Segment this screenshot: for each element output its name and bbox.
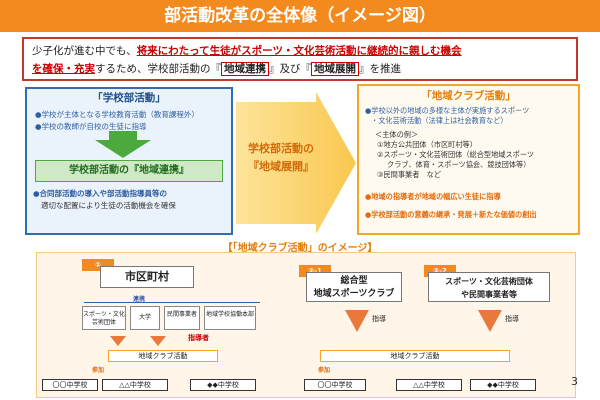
left-club-bar: 地域クラブ活動 xyxy=(108,350,218,362)
school-renkei-description: ●合同部活動の導入や部活動指導員等の 適切な配置により生徒の活動機会を確保 xyxy=(33,188,229,212)
down-arrow-stem xyxy=(109,131,137,141)
tenkai-arrow-label-1: 学校部活動の xyxy=(248,141,314,155)
mid-arrow-icon xyxy=(345,310,369,332)
left-sanka-label: 参加 xyxy=(92,367,105,374)
intro-text-2: するため、学校部活動の『 xyxy=(95,63,221,75)
general-sports-club-line-2: 地域スポーツクラブ xyxy=(313,289,395,299)
right-arrow-icon xyxy=(478,310,502,332)
left-arrow-1-icon xyxy=(110,336,126,346)
club-example-1: ①地方公共団体（市区町村等） xyxy=(377,140,477,149)
intro-box: 少子化が進む中でも、将来にわたって生徒がスポーツ・文化芸術活動に継続的に親しむ機… xyxy=(22,37,578,81)
club-point-1-cont: ・文化芸術活動（法律上は社会教育など） xyxy=(371,116,508,125)
club-point-1: ●学校以外の地域の多様な主体が実施するスポーツ xyxy=(365,106,530,115)
club-example-2-cont: クラブ、体育・スポーツ協会、競技団体等） xyxy=(387,160,531,169)
club-example-2: ②スポーツ・文化芸術団体（総合型地域スポーツ xyxy=(377,150,535,159)
tenkai-arrow-label-2: 『地域展開』 xyxy=(248,159,314,173)
org-private-card-line-2: や民間事業者等 xyxy=(461,290,517,299)
intro-keyword-renkei: 地域連携 xyxy=(221,62,269,76)
org-university: 大学 xyxy=(130,306,160,330)
club-example-3: ③民間事業者 など xyxy=(377,170,441,179)
city-card: 市区町村 xyxy=(100,266,194,288)
org-sports-culture: スポーツ・文化芸術団体 xyxy=(82,306,126,330)
org-school-collab: 地域学校協働本部 xyxy=(204,306,256,330)
tenkai-arrow-icon: 学校部活動の 『地域展開』 xyxy=(236,92,356,234)
left-school-3: ◆◆中学校 xyxy=(190,379,256,391)
intro-keyword-tenkai: 地域展開 xyxy=(311,62,359,76)
shidousha-label: 指導者 xyxy=(188,334,209,342)
left-arrow-2-icon xyxy=(150,336,166,346)
renkei-line xyxy=(84,302,260,303)
intro-highlight-1: 将来にわたって生徒がスポーツ・文化芸術活動に継続的に親しむ機会 xyxy=(136,45,462,57)
intro-highlight-2: を確保・充実 xyxy=(32,63,95,75)
right-school-3: ◆◆中学校 xyxy=(470,379,536,391)
school-club-point-2: ●学校の教師が自校の生徒に指導 xyxy=(35,122,147,131)
club-examples-heading: ＜主体の例＞ xyxy=(375,130,419,139)
school-renkei-line-2: 適切な配置により生徒の活動機会を確保 xyxy=(41,201,176,210)
general-sports-club-card: 総合型 地域スポーツクラブ xyxy=(306,272,402,302)
right-club-bar: 地域クラブ活動 xyxy=(320,350,510,362)
org-private-card-line-1: スポーツ・文化芸術団体 xyxy=(445,277,533,286)
image-section-title: 【「地域クラブ活動」のイメージ】 xyxy=(222,243,378,254)
right-shido-label: 指導 xyxy=(505,315,519,323)
page-number: 3 xyxy=(571,375,578,388)
right-sanka-label: 参加 xyxy=(318,367,331,374)
intro-text-3: 』及び『 xyxy=(269,63,311,75)
page-title: 部活動改革の全体像（イメージ図） xyxy=(0,0,600,32)
renkei-label: 連携 xyxy=(133,296,146,303)
school-renkei-line-1: ●合同部活動の導入や部活動指導員等の xyxy=(33,189,168,198)
community-club-heading: 「地域クラブ活動」 xyxy=(421,90,516,102)
school-renkei-box: 学校部活動の『地域連携』 xyxy=(35,160,223,182)
community-club-panel: 「地域クラブ活動」 ●学校以外の地域の多様な主体が実施するスポーツ ・文化芸術活… xyxy=(357,84,580,235)
intro-text-4: 』を推進 xyxy=(359,63,401,75)
down-arrow-icon xyxy=(95,140,151,158)
club-point-3: ●学校部活動の意義の継承・発展＋新たな価値の創出 xyxy=(365,210,537,219)
club-point-2: ●地域の指導者が地域の幅広い生徒に指導 xyxy=(365,192,501,201)
school-club-point-1: ●学校が主体となる学校教育活動（教育課程外） xyxy=(35,110,199,119)
school-club-heading: 「学校部活動」 xyxy=(92,92,166,104)
general-sports-club-line-1: 総合型 xyxy=(340,276,368,286)
intro-text-1: 少子化が進む中でも、 xyxy=(32,45,137,57)
left-school-2: △△中学校 xyxy=(102,379,168,391)
org-private: 民間事業者 xyxy=(164,306,200,330)
right-school-2: △△中学校 xyxy=(396,379,462,391)
org-private-card: スポーツ・文化芸術団体 や民間事業者等 xyxy=(428,272,550,302)
left-school-1: 〇〇中学校 xyxy=(42,379,98,391)
right-school-1: 〇〇中学校 xyxy=(304,379,366,391)
mid-shido-label: 指導 xyxy=(372,315,386,323)
